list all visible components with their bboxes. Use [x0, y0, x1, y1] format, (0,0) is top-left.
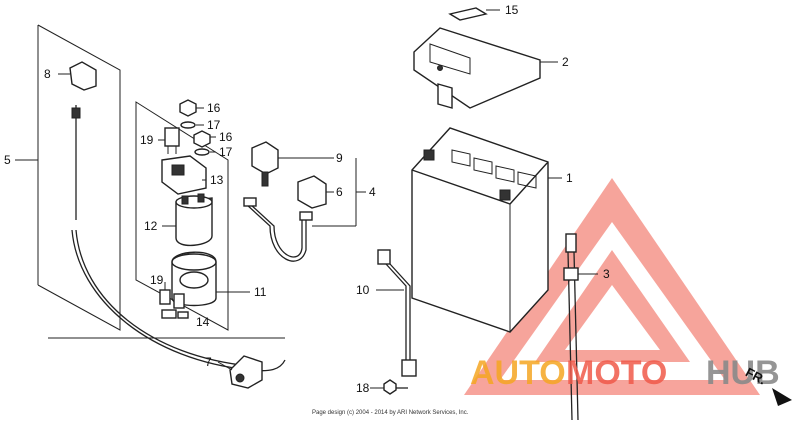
watermark-moto: MOTO: [566, 354, 667, 392]
callout-1: 1: [566, 171, 573, 185]
callout-9: 9: [336, 151, 343, 165]
battery-cover: [413, 27, 541, 109]
terminal-cap: [229, 355, 263, 389]
callout-3: 3: [603, 267, 610, 281]
fuse-top: [164, 127, 180, 154]
callout-2: 2: [562, 55, 569, 69]
nuts-washers: [179, 99, 211, 156]
starter-relay-switch: [175, 193, 213, 246]
starter-relay-cover: [161, 155, 207, 195]
callout-4: 4: [369, 185, 376, 199]
watermark-auto: AUTO: [470, 354, 566, 392]
battery-cable-negative: [243, 141, 327, 262]
callout-6: 6: [336, 185, 343, 199]
watermark-wordmark: AUTO MOTO HUB: [470, 354, 780, 392]
callout-19b: 19: [150, 273, 164, 287]
callout-15: 15: [505, 3, 519, 17]
callout-17a: 17: [207, 118, 221, 132]
callout-13: 13: [210, 173, 224, 187]
label-plate: [448, 7, 488, 21]
watermark-hub: HUB: [706, 354, 780, 392]
callout-14: 14: [196, 315, 210, 329]
callout-19a: 19: [140, 133, 154, 147]
callout-7: 7: [205, 355, 212, 369]
fuse-set: [159, 289, 189, 319]
callout-5: 5: [4, 153, 11, 167]
bolt: [383, 379, 408, 395]
callout-11: 11: [254, 285, 267, 299]
callout-18: 18: [356, 381, 370, 395]
callout-8: 8: [44, 67, 51, 81]
battery-cable-positive: [69, 61, 286, 372]
watermark-logo-triangle: [464, 178, 760, 395]
copyright-text: Page design (c) 2004 - 2014 by ARI Netwo…: [312, 410, 469, 416]
battery: [411, 127, 549, 333]
callout-12: 12: [144, 219, 158, 233]
breather-tube: [563, 233, 579, 421]
callout-16a: 16: [207, 101, 221, 115]
callout-10: 10: [356, 283, 370, 297]
arrow-head-icon: [772, 388, 792, 406]
callout-17b: 17: [219, 145, 233, 159]
relay-holder: [171, 251, 217, 307]
leader-lines: [15, 9, 598, 389]
ground-cable: [377, 249, 417, 377]
callout-16b: 16: [219, 130, 233, 144]
callout-numbers: 15 2 1 3 5 8 16 17 19 16 17 13 12 11 19 …: [4, 3, 610, 395]
